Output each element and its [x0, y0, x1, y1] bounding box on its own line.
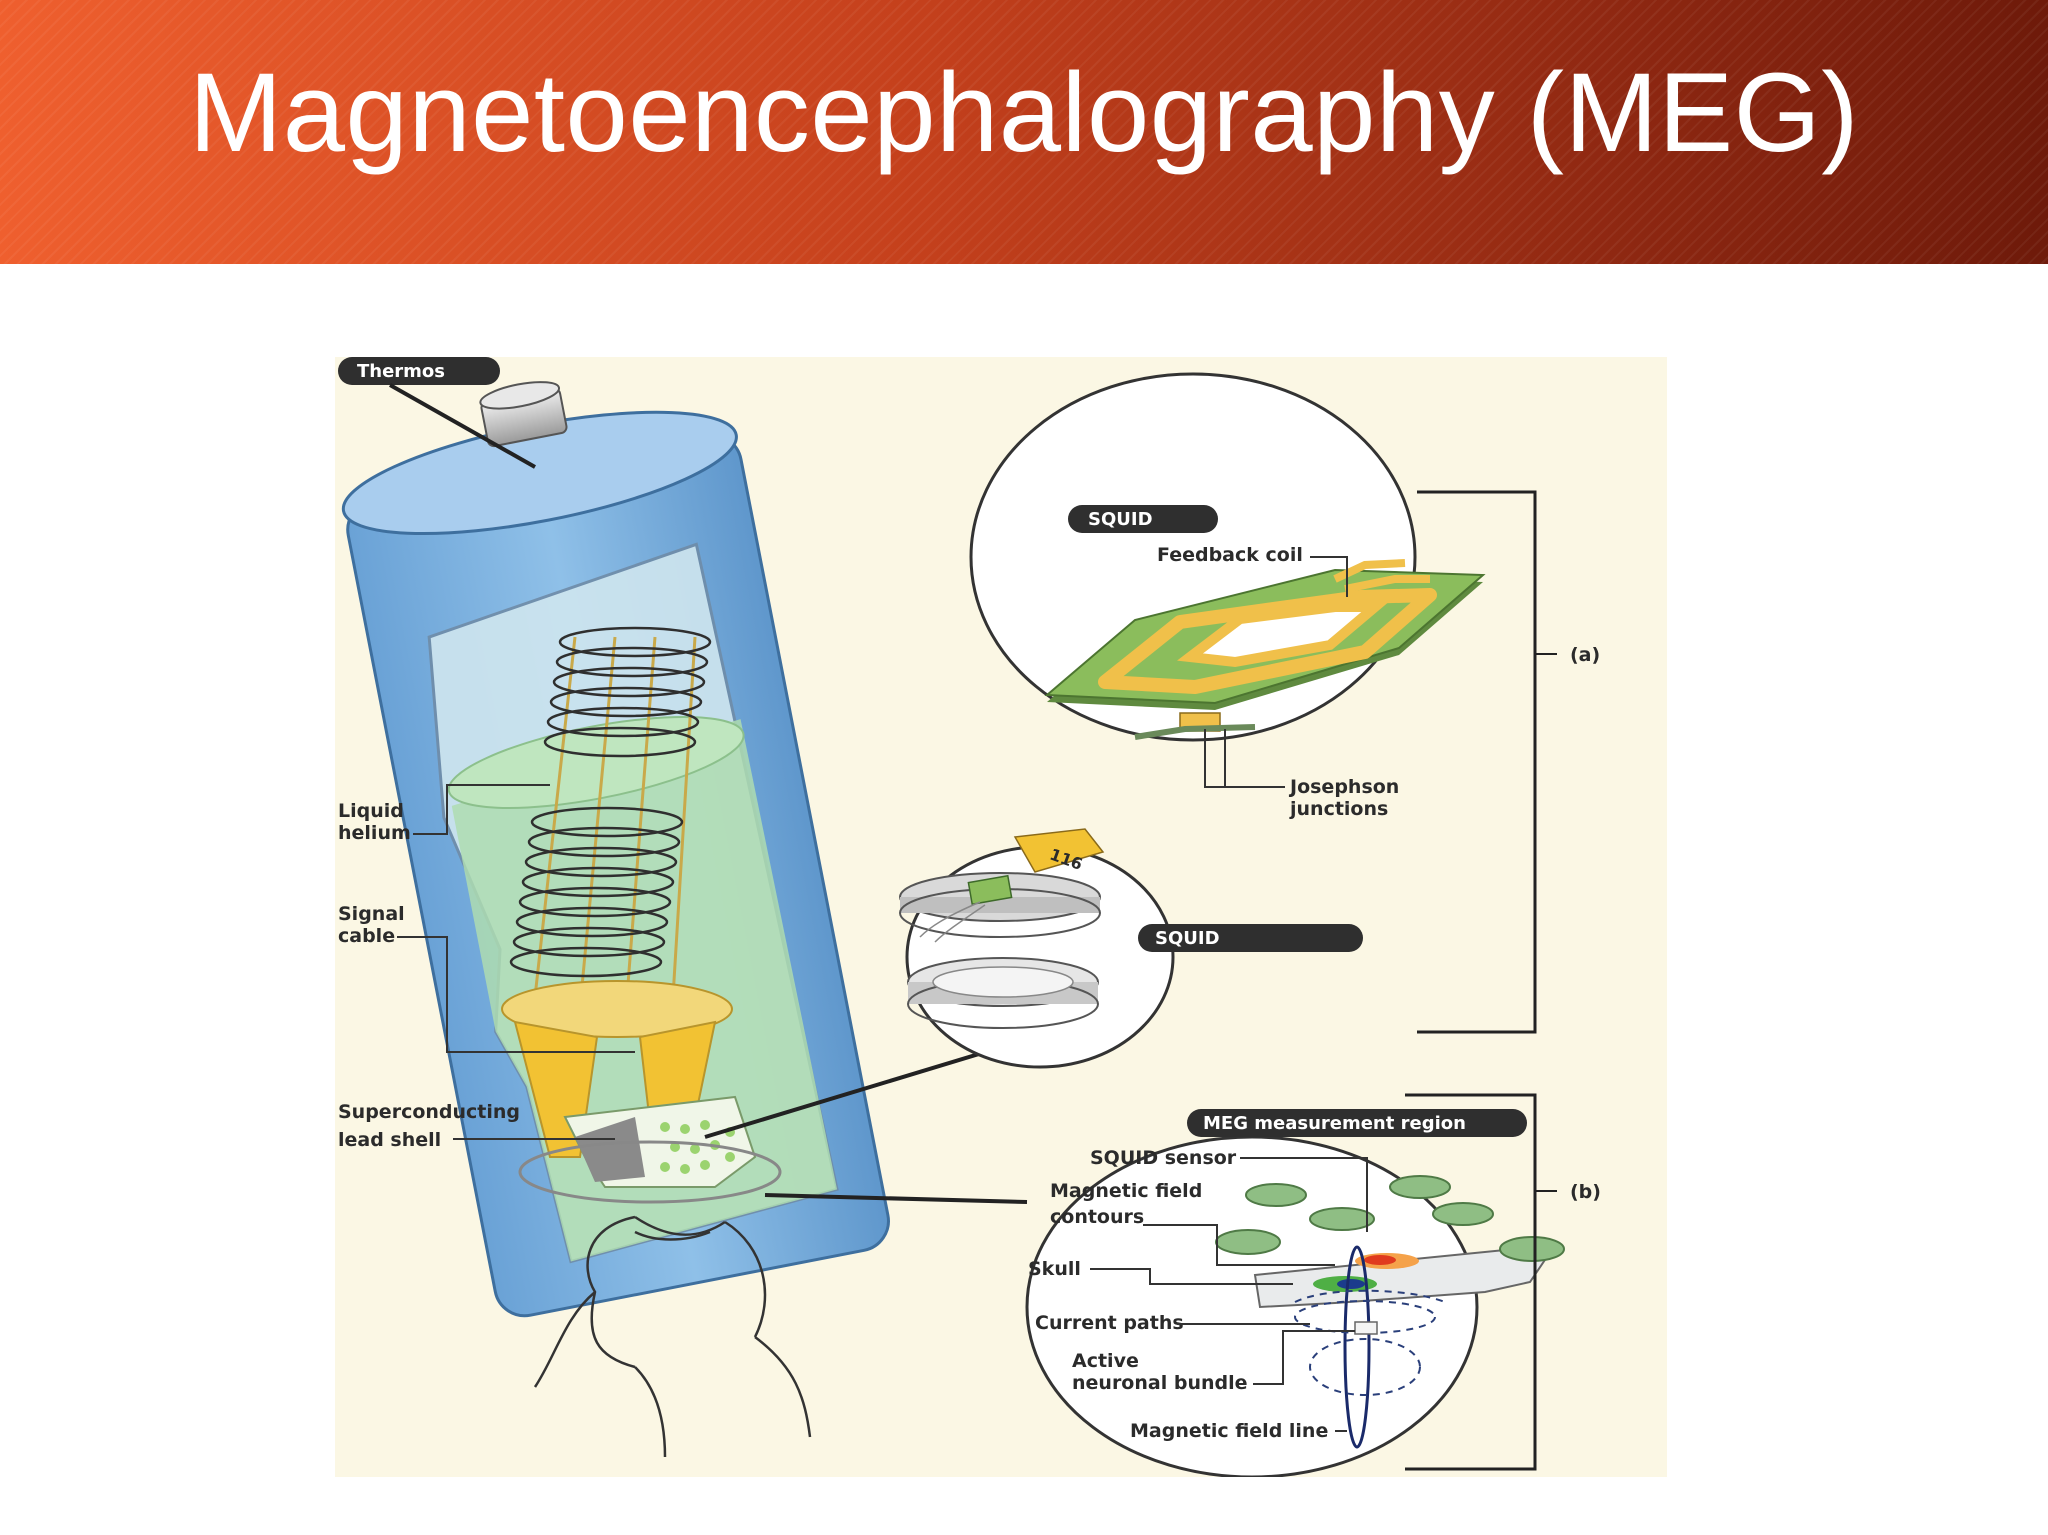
meg-diagram: Thermos Liquid helium Signal cable Super… — [335, 357, 1667, 1477]
signal-cable-text-1: Signal — [338, 903, 405, 925]
squid-text-a: SQUID — [1088, 509, 1153, 530]
field-contours-text-1: Magnetic field — [1050, 1180, 1202, 1202]
meg-region-text: MEG measurement region — [1203, 1113, 1466, 1134]
field-contours-text-2: contours — [1050, 1206, 1144, 1228]
liquid-helium-label: Liquid helium — [338, 784, 550, 844]
neuronal-bundle-text-1: Active — [1072, 1350, 1139, 1372]
connector-to-meg — [764, 1193, 1028, 1204]
squid-text-mid: SQUID — [1155, 928, 1220, 949]
squid-package-circle: 116 SQUID — [899, 828, 1363, 1069]
slide-title: Magnetoencephalography (MEG) — [188, 50, 1860, 175]
part-a-text: (a) — [1570, 644, 1600, 666]
bracket-b: (b) — [1405, 1093, 1601, 1471]
signal-cable-text-2: cable — [338, 925, 395, 947]
neuronal-bundle-text-2: neuronal bundle — [1072, 1372, 1248, 1394]
liquid-helium-text-1: Liquid — [338, 800, 404, 822]
chip-label-tab — [1013, 828, 1105, 873]
josephson-text-1: Josephson — [1288, 776, 1399, 798]
lead-shell-text-2: lead shell — [338, 1129, 441, 1151]
coil-assembly — [501, 626, 782, 1204]
thermos-text: Thermos — [357, 361, 445, 382]
title-banner: Magnetoencephalography (MEG) — [0, 0, 2048, 264]
lead-shell-text-1: Superconducting — [338, 1101, 520, 1123]
meg-region-circle: MEG measurement region SQUID sensor Magn… — [1025, 1109, 1565, 1477]
thermos-label: Thermos — [338, 357, 536, 469]
meg-diagram-svg: Thermos Liquid helium Signal cable Super… — [335, 357, 1667, 1477]
lead-shell-label: Superconducting lead shell — [338, 1101, 615, 1151]
squid-pill-mid — [1138, 924, 1363, 952]
bracket-a: (a) — [1417, 490, 1600, 1034]
skull-text: Skull — [1028, 1258, 1081, 1280]
liquid-helium-text-2: helium — [338, 822, 411, 844]
patient-head — [533, 1215, 812, 1458]
josephson-text-2: junctions — [1289, 798, 1388, 820]
meg-region-pill — [1187, 1109, 1527, 1137]
part-b-text: (b) — [1570, 1181, 1601, 1203]
thermos-pill — [338, 357, 500, 385]
current-paths-text: Current paths — [1035, 1312, 1184, 1334]
squid-sensor-text: SQUID sensor — [1090, 1147, 1237, 1169]
field-line-text: Magnetic field line — [1130, 1420, 1328, 1442]
squid-pill-a — [1068, 505, 1218, 533]
feedback-coil-text: Feedback coil — [1157, 544, 1303, 566]
squid-detail-circle: SQUID Feedback coil Josephson junctions — [969, 372, 1486, 820]
signal-cable-label: Signal cable — [338, 903, 635, 1053]
